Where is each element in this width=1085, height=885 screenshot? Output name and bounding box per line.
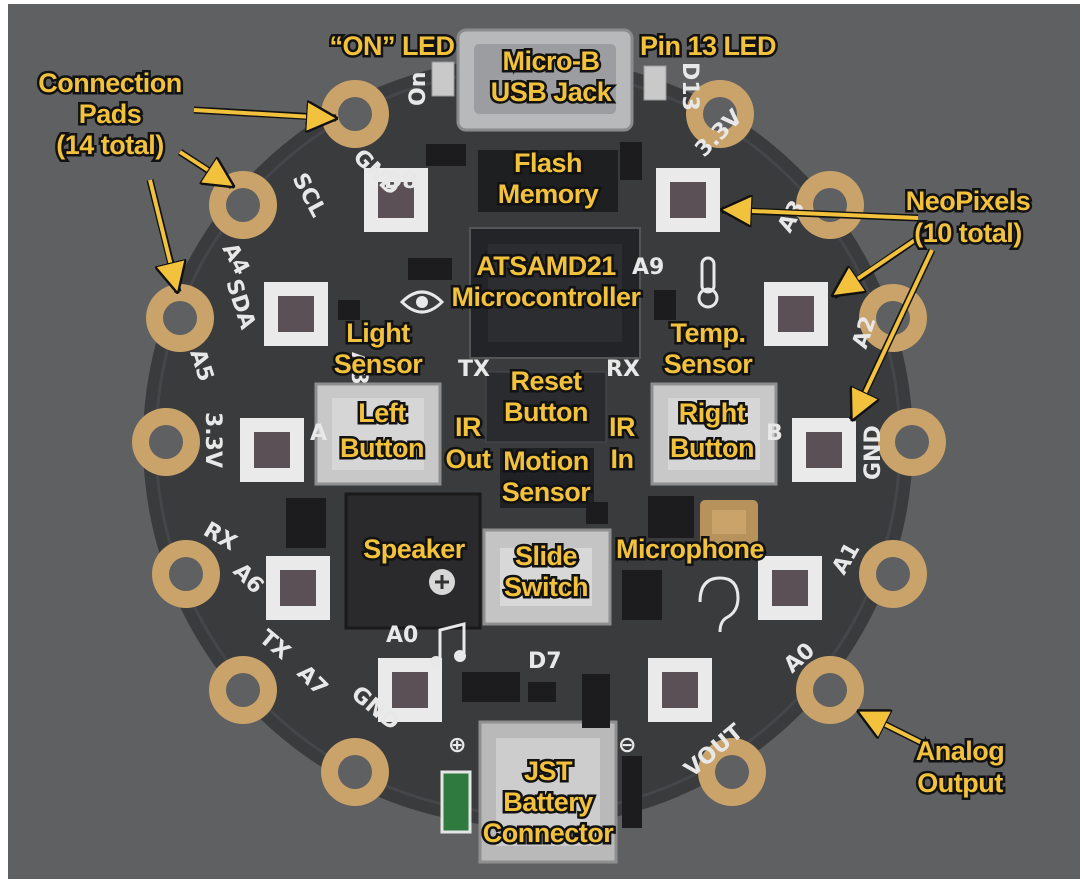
silk-gnd-right: GND: [861, 425, 886, 480]
silk-plus: ⊕: [448, 733, 466, 758]
neopixel: [792, 418, 856, 482]
silk-d13: D13: [677, 62, 702, 111]
pad: [146, 284, 214, 352]
neopixel: [264, 282, 328, 346]
label-irout-line2: Out: [446, 444, 491, 474]
label-pads-line3: (14 total): [56, 130, 164, 160]
label-motion-line2: Sensor: [502, 477, 592, 507]
label-slide-line1: Slide: [515, 541, 578, 571]
silk-a9: A9: [632, 255, 664, 280]
pad: [859, 540, 927, 608]
label-microphone: Microphone: [616, 534, 764, 564]
label-pin13-led: Pin 13 LED: [640, 31, 776, 61]
label-left-line2: Button: [340, 433, 424, 463]
label-jst-line3: Connector: [483, 818, 614, 848]
neopixel: [764, 282, 828, 346]
label-light-line2: Sensor: [334, 349, 424, 379]
pad: [209, 656, 277, 724]
label-pads-line2: Pads: [79, 99, 142, 129]
pad: [321, 738, 389, 806]
neopixel: [648, 658, 712, 722]
label-jst-line2: Battery: [503, 787, 593, 817]
label-neopixels-line1: NeoPixels: [906, 186, 1031, 216]
silk-tx-ir: TX: [458, 357, 490, 382]
label-jst-line1: JST: [524, 756, 573, 786]
label-reset-line1: Reset: [510, 366, 582, 396]
pad: [878, 408, 946, 476]
silk-btn-a: A: [310, 421, 327, 446]
label-usb-line2: USB Jack: [491, 77, 613, 107]
silk-minus: ⊖: [618, 733, 636, 758]
label-temp-line2: Sensor: [664, 349, 754, 379]
label-flash-line1: Flash: [514, 148, 582, 178]
power-led: [442, 772, 470, 832]
label-slide-line2: Switch: [504, 572, 588, 602]
label-analog-line1: Analog: [916, 736, 1005, 766]
label-mcu-line2: Microcontroller: [451, 282, 641, 312]
silk-a0-speaker: A0: [386, 623, 418, 648]
pad: [796, 171, 864, 239]
label-irin-line2: In: [611, 444, 634, 474]
silk-d7: D7: [528, 649, 562, 674]
neopixel: [266, 556, 330, 620]
pad: [152, 540, 220, 608]
label-irout-line1: IR: [455, 412, 481, 442]
silk-on: On: [406, 72, 431, 106]
label-right-line1: Right: [679, 398, 746, 428]
neopixel: [240, 418, 304, 482]
label-mcu-line1: ATSAMD21: [476, 251, 616, 281]
label-motion-line1: Motion: [503, 446, 588, 476]
label-reset-line2: Button: [504, 397, 588, 427]
neopixel: [656, 168, 720, 232]
label-neopixels-line2: (10 total): [914, 218, 1022, 248]
label-light-line1: Light: [346, 318, 410, 348]
label-right-line2: Button: [670, 433, 754, 463]
on-led: [432, 62, 454, 96]
label-temp-line1: Temp.: [670, 318, 745, 348]
label-usb-line1: Micro-B: [503, 46, 600, 76]
label-flash-line2: Memory: [498, 179, 599, 209]
pad: [321, 80, 389, 148]
label-on-led: “ON” LED: [329, 31, 454, 61]
pin13-led: [644, 66, 666, 100]
label-pads-line1: Connection: [38, 68, 182, 98]
silk-btn-b: B: [766, 421, 783, 446]
silk-3v3-left: 3.3V: [200, 412, 225, 468]
label-left-line1: Left: [358, 398, 406, 428]
silk-rx-ir: RX: [606, 357, 640, 382]
label-analog-line2: Output: [917, 768, 1003, 798]
silk-d8: D8: [384, 169, 418, 194]
pad: [132, 408, 200, 476]
label-speaker: Speaker: [363, 534, 466, 564]
label-irin-line1: IR: [609, 412, 635, 442]
neopixel: [758, 556, 822, 620]
